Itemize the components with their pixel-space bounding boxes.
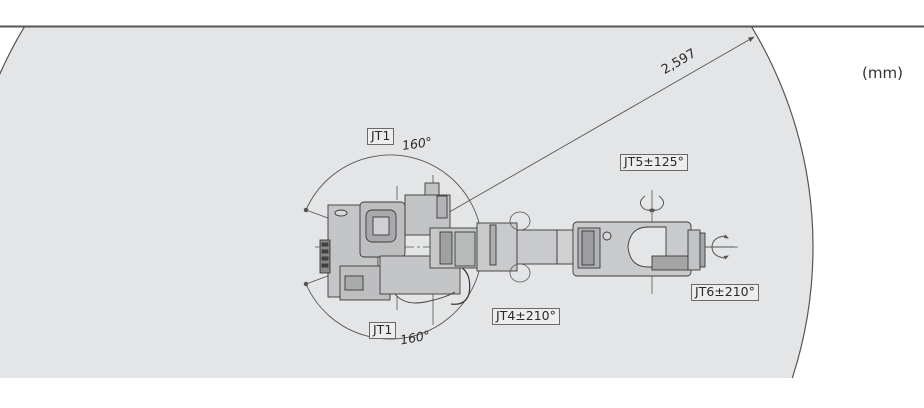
units-label: (mm) (862, 64, 903, 82)
jt5-label: JT5±125° (620, 154, 688, 171)
jt5-rotation-arrows (639, 195, 665, 213)
jt6-rotation-arrows (705, 234, 735, 260)
jt1-bottom-label: JT1 (369, 322, 397, 339)
reach-radius-arrow (431, 36, 755, 223)
robot-arm (319, 182, 706, 305)
jt4-label: JT4±210° (492, 308, 560, 325)
jt6-label: JT6±210° (691, 284, 759, 301)
jt1-top-label: JT1 (367, 128, 395, 145)
